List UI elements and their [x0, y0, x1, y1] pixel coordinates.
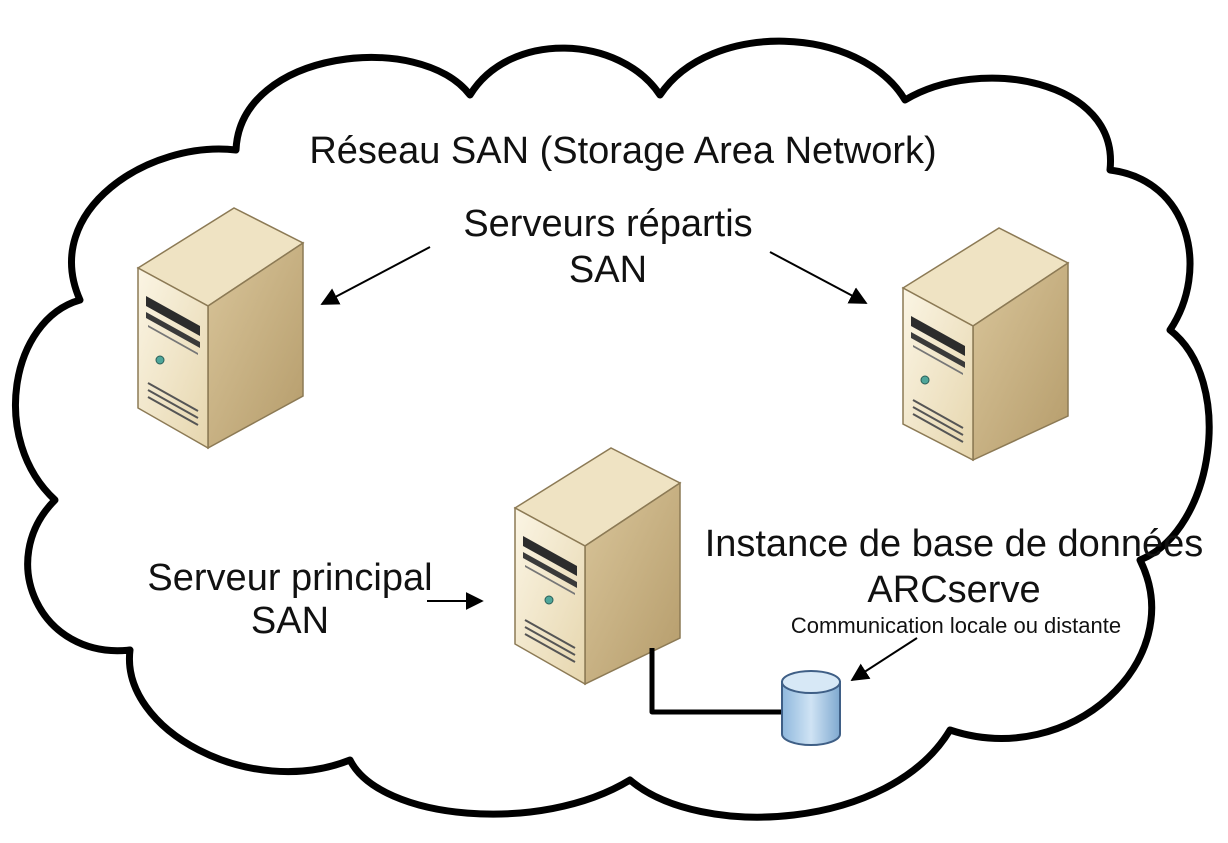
database-instance-label-line2: ARCserve — [867, 569, 1040, 611]
database-icon — [781, 670, 841, 746]
server-icon — [901, 227, 1070, 462]
cloud-shape — [12, 37, 1213, 821]
database-instance-label-line1: Instance de base de données — [705, 523, 1204, 565]
primary-server-label-line1: Serveur principal — [147, 557, 432, 599]
primary-server-label-line2: SAN — [251, 600, 329, 642]
communication-note: Communication locale ou distante — [791, 613, 1121, 638]
connection-cable — [649, 648, 782, 715]
server-icon — [136, 207, 305, 450]
distributed-servers-label-line1: Serveurs répartis — [463, 203, 752, 245]
network-title: Réseau SAN (Storage Area Network) — [309, 130, 936, 172]
server-icon — [513, 447, 682, 686]
arrow-icon — [769, 251, 868, 304]
arrow-icon — [320, 246, 431, 305]
arrow-icon — [850, 637, 918, 681]
distributed-servers-label-line2: SAN — [569, 249, 647, 291]
